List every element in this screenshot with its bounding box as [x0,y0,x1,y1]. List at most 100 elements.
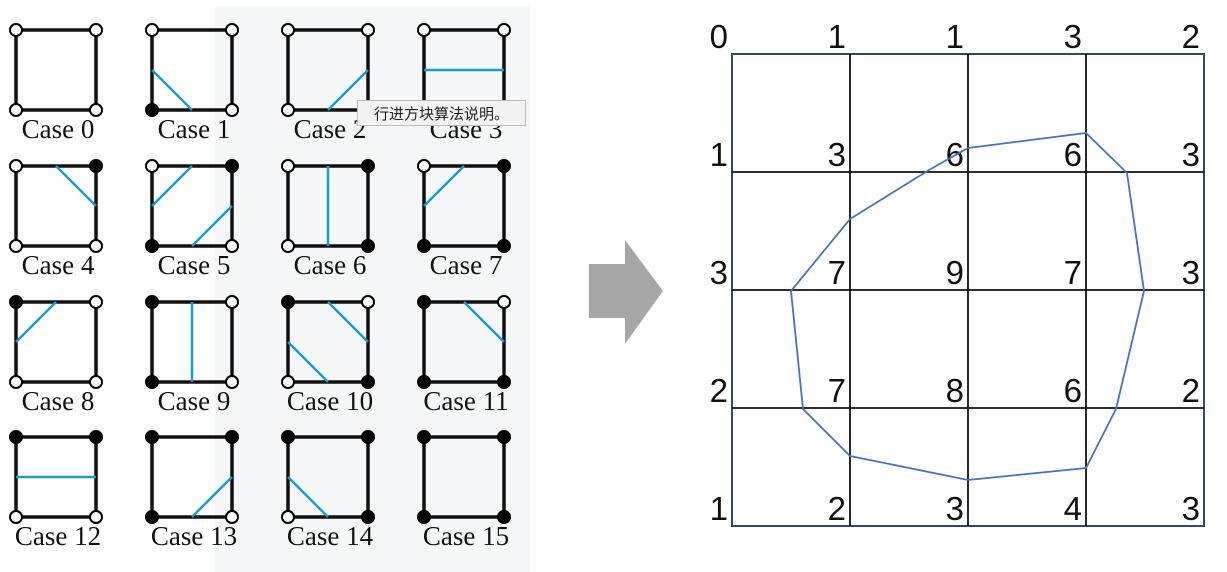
empty-corner-dot [225,375,239,389]
filled-corner-dot [9,430,23,444]
empty-corner-dot [9,103,23,117]
empty-corner-dot [145,23,159,37]
right-arrow-icon [589,240,663,344]
grid-value: 3 [1182,136,1200,173]
filled-corner-dot [225,159,239,173]
contour-segment [191,476,233,518]
contour-segment [423,165,465,207]
contour-segment [55,165,97,207]
grid-value: 4 [1064,490,1082,527]
grid-value: 2 [710,372,728,409]
case-tile: Case 15 [417,430,511,551]
tooltip: 行进方块算法说明。 [357,100,526,126]
filled-corner-dot [225,430,239,444]
empty-corner-dot [89,239,103,253]
filled-corner-dot [361,159,375,173]
grid-value: 1 [710,136,728,173]
case-label: Case 13 [151,521,237,551]
filled-corner-dot [417,430,431,444]
contour-segment [287,341,329,383]
grid-value: 2 [828,490,846,527]
filled-corner-dot [145,430,159,444]
isoline-contour [790,132,1145,481]
filled-corner-dot [361,510,375,524]
grid-value: 0 [710,18,728,55]
case-label: Case 0 [22,114,95,144]
case-tile: Case 9 [145,295,239,416]
case-label: Case 12 [15,521,101,551]
grid-value: 3 [946,490,964,527]
grid-value: 2 [1182,372,1200,409]
case-tile: Case 7 [417,159,511,280]
case-tile: Case 4 [9,159,103,280]
empty-corner-dot [497,295,511,309]
filled-corner-dot [281,295,295,309]
case-tile: Case 0 [9,23,103,144]
empty-corner-dot [417,23,431,37]
empty-corner-dot [9,510,23,524]
filled-corner-dot [497,239,511,253]
contour-segment [15,301,57,343]
case-tile: Case 6 [281,159,375,280]
empty-corner-dot [9,375,23,389]
empty-corner-dot [89,375,103,389]
case-tile: Case 11 [417,295,511,416]
contour-segment [191,205,233,247]
grid-value: 3 [710,254,728,291]
filled-corner-dot [145,239,159,253]
case-tile: Case 8 [9,295,103,416]
filled-corner-dot [145,103,159,117]
filled-corner-dot [497,375,511,389]
empty-corner-dot [281,239,295,253]
filled-corner-dot [9,295,23,309]
empty-corner-dot [225,23,239,37]
empty-corner-dot [9,23,23,37]
case-label: Case 2 [294,114,367,144]
contour-segment [327,69,369,111]
case-square [422,435,506,519]
contour-segment [287,476,329,518]
case-label: Case 5 [158,250,231,280]
filled-corner-dot [417,295,431,309]
case-label: Case 14 [287,521,374,551]
grid-value: 6 [1064,372,1082,409]
case-label: Case 8 [22,386,95,416]
case-label: Case 4 [22,250,95,280]
filled-corner-dot [497,159,511,173]
case-tile: Case 5 [145,159,239,280]
filled-corner-dot [417,239,431,253]
grid-value: 1 [946,18,964,55]
case-tile: Case 13 [145,430,239,551]
filled-corner-dot [497,510,511,524]
empty-corner-dot [89,295,103,309]
empty-corner-dot [417,159,431,173]
filled-corner-dot [361,239,375,253]
grid-value: 2 [1182,18,1200,55]
grid-value: 3 [1182,490,1200,527]
grid-value: 3 [1064,18,1082,55]
contour-segment [151,69,193,111]
filled-corner-dot [145,295,159,309]
case-tile: Case 1 [145,23,239,144]
filled-corner-dot [361,430,375,444]
filled-corner-dot [145,375,159,389]
empty-corner-dot [225,239,239,253]
arrow-shape [589,240,663,344]
case-label: Case 6 [294,250,367,280]
case-label: Case 15 [423,521,509,551]
empty-corner-dot [281,375,295,389]
empty-corner-dot [225,295,239,309]
contour-segment [151,165,193,207]
grid-value: 7 [828,372,846,409]
grid-value: 7 [828,254,846,291]
filled-corner-dot [417,375,431,389]
filled-corner-dot [145,510,159,524]
grid-value: 8 [946,372,964,409]
case-tile: Case 12 [9,430,103,551]
empty-corner-dot [225,103,239,117]
filled-corner-dot [417,510,431,524]
contour-segment [327,301,369,343]
empty-corner-dot [497,23,511,37]
grid-value: 3 [828,136,846,173]
